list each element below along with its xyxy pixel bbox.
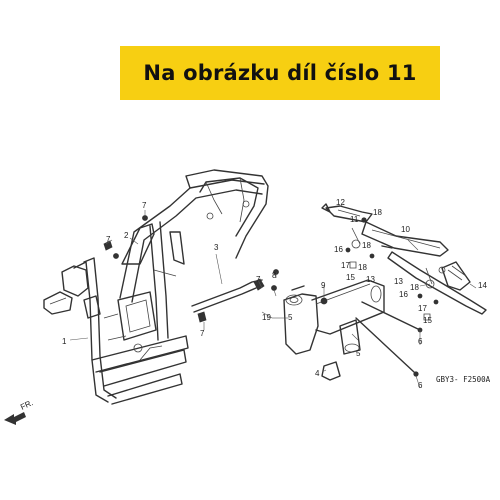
callout-18a: 18 bbox=[373, 208, 382, 217]
bracket-part-2 bbox=[103, 215, 155, 265]
callout-13b: 13 bbox=[394, 277, 403, 286]
callout-15a: 15 bbox=[346, 273, 355, 282]
callout-18b: 18 bbox=[358, 263, 367, 272]
callout-19: 19 bbox=[262, 313, 271, 322]
banner-text: Na obrázku díl číslo 11 bbox=[143, 61, 417, 85]
callout-12: 12 bbox=[336, 198, 345, 207]
callout-7d: 7 bbox=[200, 329, 205, 338]
callout-15b: 15 bbox=[423, 316, 432, 325]
arrow-fr-icon: FR. bbox=[4, 398, 35, 425]
callout-3: 3 bbox=[214, 243, 219, 252]
callout-16b: 16 bbox=[399, 290, 408, 299]
callout-5b: 5 bbox=[356, 349, 361, 358]
callout-13a: 13 bbox=[366, 275, 375, 284]
callout-14: 14 bbox=[478, 281, 487, 290]
leader-lines bbox=[69, 203, 477, 389]
callout-4: 4 bbox=[315, 369, 320, 378]
callout-6b: 6 bbox=[418, 381, 423, 390]
callout-1: 1 bbox=[62, 337, 67, 346]
callout-6a: 6 bbox=[418, 337, 423, 346]
callout-7c: 7 bbox=[256, 275, 261, 284]
callout-10: 10 bbox=[401, 225, 410, 234]
callout-9: 9 bbox=[321, 281, 326, 290]
callout-17a: 17 bbox=[341, 261, 350, 270]
callout-7b: 7 bbox=[106, 235, 111, 244]
part-number-banner: Na obrázku díl číslo 11 bbox=[120, 46, 440, 100]
direction-label: FR. bbox=[19, 398, 34, 412]
callout-2: 2 bbox=[124, 231, 129, 240]
callout-7a: 7 bbox=[142, 201, 147, 210]
diagram-code: GBY3- F2500A bbox=[436, 375, 491, 384]
center-stand-group bbox=[271, 279, 423, 381]
callout-numbers: 1 2 3 4 5 5 6 6 7 7 7 7 8 9 10 11 12 13 … bbox=[62, 198, 487, 390]
callout-11: 11 bbox=[350, 215, 359, 224]
callout-18c: 18 bbox=[410, 283, 419, 292]
callout-16a: 16 bbox=[334, 245, 343, 254]
callout-8: 8 bbox=[272, 271, 277, 280]
frame-assembly bbox=[43, 169, 269, 405]
callout-18d: 18 bbox=[362, 241, 371, 250]
callout-5a: 5 bbox=[288, 313, 293, 322]
callout-17b: 17 bbox=[418, 304, 427, 313]
